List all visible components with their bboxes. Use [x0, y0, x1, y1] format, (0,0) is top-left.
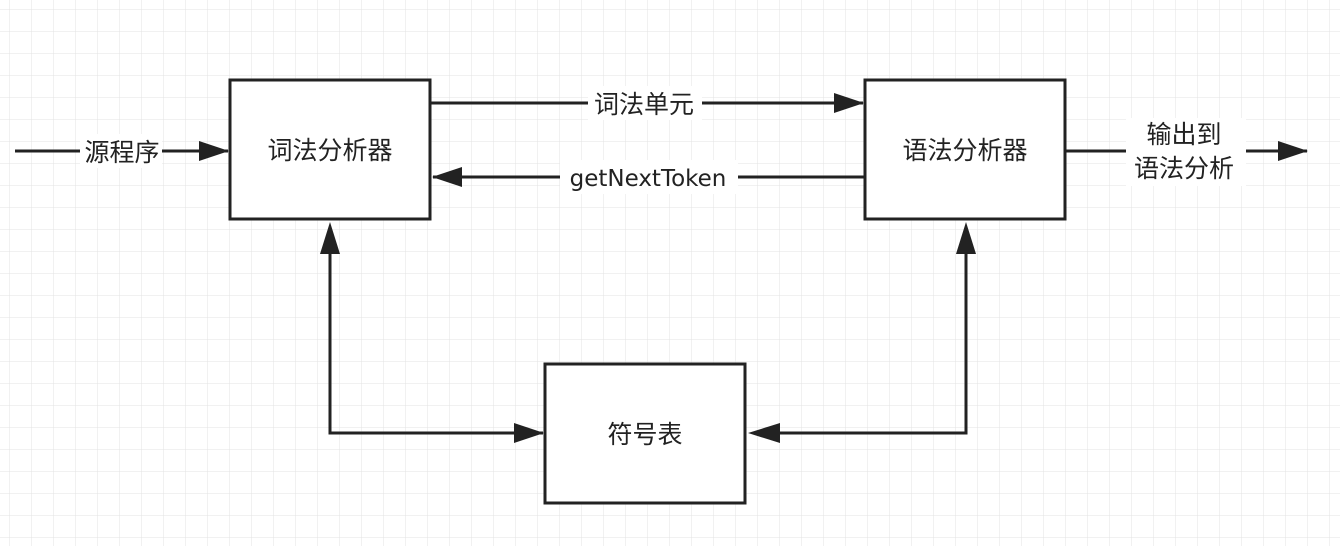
node-lexer: 词法分析器 — [228, 78, 432, 221]
edge-label-lexical-units: 词法单元 — [594, 90, 694, 119]
edge-parser-symbol-table — [748, 222, 976, 443]
node-parser: 语法分析器 — [863, 78, 1067, 221]
edge-label-output-line1: 输出到 — [1146, 120, 1221, 149]
edge-output-to-syntax-analysis: 输出到 语法分析 — [1066, 118, 1308, 186]
edge-label-source-program: 源程序 — [84, 138, 159, 167]
edge-get-next-token: getNextToken — [432, 160, 865, 194]
node-parser-label: 语法分析器 — [902, 136, 1027, 165]
edge-label-get-next-token: getNextToken — [570, 166, 727, 192]
node-lexer-label: 词法分析器 — [267, 136, 392, 165]
edge-lexer-symbol-table — [320, 222, 544, 443]
edge-source-program: 源程序 — [15, 134, 229, 168]
edge-lexical-units: 词法单元 — [431, 86, 864, 120]
node-symbol-table: 符号表 — [543, 362, 747, 505]
edge-label-output-line2: 语法分析 — [1134, 154, 1234, 183]
node-symbol-table-label: 符号表 — [607, 420, 682, 449]
